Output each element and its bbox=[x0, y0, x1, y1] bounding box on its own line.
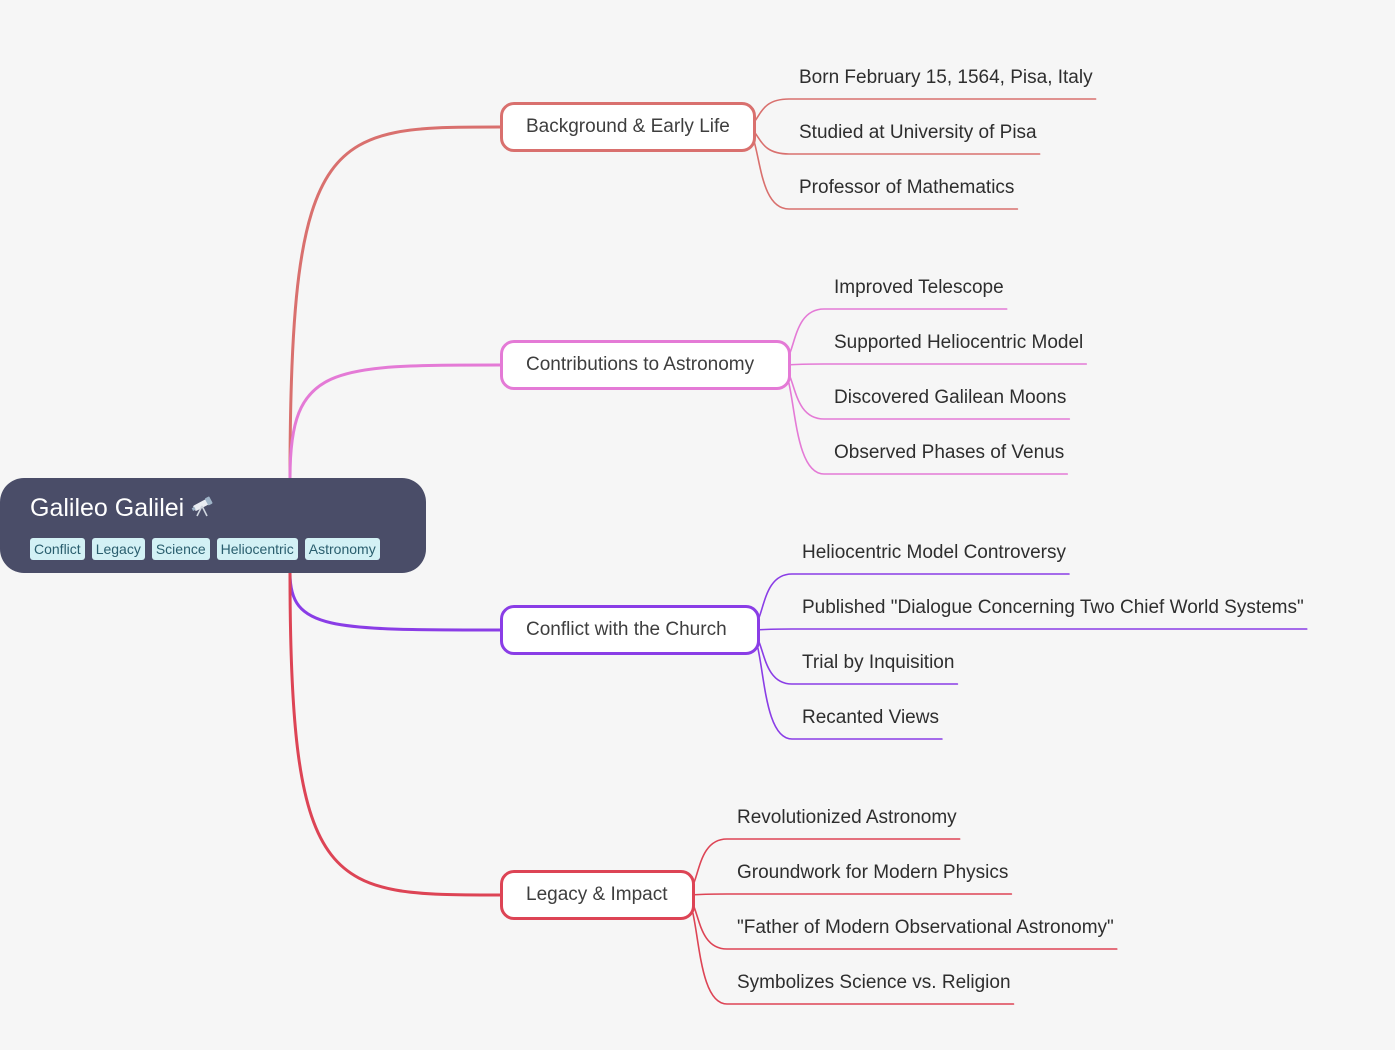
leaf-groundwork-physics[interactable]: Groundwork for Modern Physics bbox=[737, 862, 1009, 883]
leaf-father-observational[interactable]: "Father of Modern Observational Astronom… bbox=[737, 917, 1114, 938]
root-node[interactable]: Galileo Galilei Conflict Legacy Science … bbox=[0, 478, 426, 573]
leaf-improved-telescope[interactable]: Improved Telescope bbox=[834, 277, 1004, 298]
branch-contributions-astronomy[interactable]: Contributions to Astronomy bbox=[500, 340, 791, 390]
connector-branch-2-leaf-1 bbox=[747, 628, 1308, 631]
leaf-supported-heliocentric[interactable]: Supported Heliocentric Model bbox=[834, 332, 1084, 353]
tag-list: Conflict Legacy Science Heliocentric Ast… bbox=[30, 538, 426, 560]
connector-root-to-branch-0 bbox=[288, 125, 502, 480]
leaf-revolutionized-astronomy[interactable]: Revolutionized Astronomy bbox=[737, 807, 957, 828]
tag-legacy[interactable]: Legacy bbox=[91, 538, 145, 560]
leaf-recanted-views[interactable]: Recanted Views bbox=[802, 707, 939, 728]
leaf-born[interactable]: Born February 15, 1564, Pisa, Italy bbox=[799, 67, 1093, 88]
branch-legacy-impact[interactable]: Legacy & Impact bbox=[500, 870, 695, 920]
leaf-studied-pisa[interactable]: Studied at University of Pisa bbox=[799, 122, 1037, 143]
tag-heliocentric[interactable]: Heliocentric bbox=[216, 538, 298, 560]
connector-root-to-branch-1 bbox=[288, 363, 502, 480]
tag-astronomy[interactable]: Astronomy bbox=[304, 538, 380, 560]
connector-root-to-branch-3 bbox=[288, 571, 502, 897]
branch-background-early-life[interactable]: Background & Early Life bbox=[500, 102, 756, 152]
connector-branch-3-leaf-1 bbox=[682, 893, 1013, 896]
leaf-galilean-moons[interactable]: Discovered Galilean Moons bbox=[834, 387, 1067, 408]
branch-conflict-church[interactable]: Conflict with the Church bbox=[500, 605, 760, 655]
tag-conflict[interactable]: Conflict bbox=[30, 538, 85, 560]
leaf-professor[interactable]: Professor of Mathematics bbox=[799, 177, 1015, 198]
connector-root-to-branch-2 bbox=[288, 571, 502, 632]
leaf-published-dialogue[interactable]: Published "Dialogue Concerning Two Chief… bbox=[802, 597, 1304, 618]
leaf-heliocentric-controversy[interactable]: Heliocentric Model Controversy bbox=[802, 542, 1066, 563]
connector-branch-1-leaf-1 bbox=[778, 363, 1088, 366]
telescope-icon bbox=[190, 492, 216, 526]
leaf-phases-venus[interactable]: Observed Phases of Venus bbox=[834, 442, 1065, 463]
root-title: Galileo Galilei bbox=[30, 492, 426, 526]
leaf-trial-inquisition[interactable]: Trial by Inquisition bbox=[802, 652, 955, 673]
tag-science[interactable]: Science bbox=[151, 538, 210, 560]
leaf-science-vs-religion[interactable]: Symbolizes Science vs. Religion bbox=[737, 972, 1011, 993]
root-title-text: Galileo Galilei bbox=[30, 494, 185, 522]
